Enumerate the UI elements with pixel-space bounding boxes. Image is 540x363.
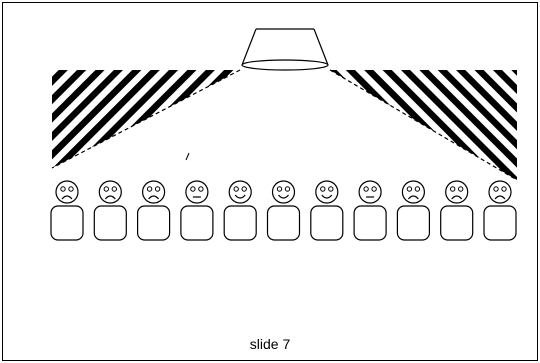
- neutral-face-icon: [358, 180, 382, 204]
- audience-member: [50, 180, 84, 241]
- light-beam-edge-right: [329, 69, 518, 181]
- person-body: [483, 205, 517, 241]
- person-body: [353, 205, 387, 241]
- audience-member: [310, 180, 344, 241]
- person-body: [310, 205, 344, 241]
- person-body: [223, 205, 257, 241]
- audience-member: [483, 180, 517, 241]
- sad-face-icon: [55, 180, 79, 204]
- sad-face-icon: [401, 180, 425, 204]
- audience-member: [223, 180, 257, 241]
- stray-mark: [185, 152, 190, 161]
- audience-row: [50, 180, 517, 241]
- sad-face-icon: [445, 180, 469, 204]
- audience-member: [180, 180, 214, 241]
- happy-face-icon: [315, 180, 339, 204]
- person-body: [266, 205, 301, 241]
- sad-face-icon: [98, 180, 122, 204]
- person-body: [396, 205, 430, 241]
- neutral-face-icon: [185, 180, 209, 204]
- happy-face-icon: [271, 180, 296, 204]
- audience-member: [396, 180, 430, 241]
- ceiling-lamp-icon: [241, 28, 329, 71]
- person-body: [137, 205, 171, 241]
- person-body: [440, 205, 474, 241]
- sad-face-icon: [488, 180, 512, 204]
- slide-caption: slide 7: [249, 336, 291, 352]
- happy-face-icon: [228, 180, 252, 204]
- person-body: [50, 205, 84, 241]
- audience-member: [137, 180, 171, 241]
- audience-member: [353, 180, 387, 241]
- audience-member: [266, 180, 301, 241]
- audience-member: [93, 180, 127, 241]
- light-beam-edge-left: [51, 69, 241, 169]
- audience-member: [440, 180, 474, 241]
- person-body: [93, 205, 127, 241]
- sad-face-icon: [142, 180, 166, 204]
- person-body: [180, 205, 214, 241]
